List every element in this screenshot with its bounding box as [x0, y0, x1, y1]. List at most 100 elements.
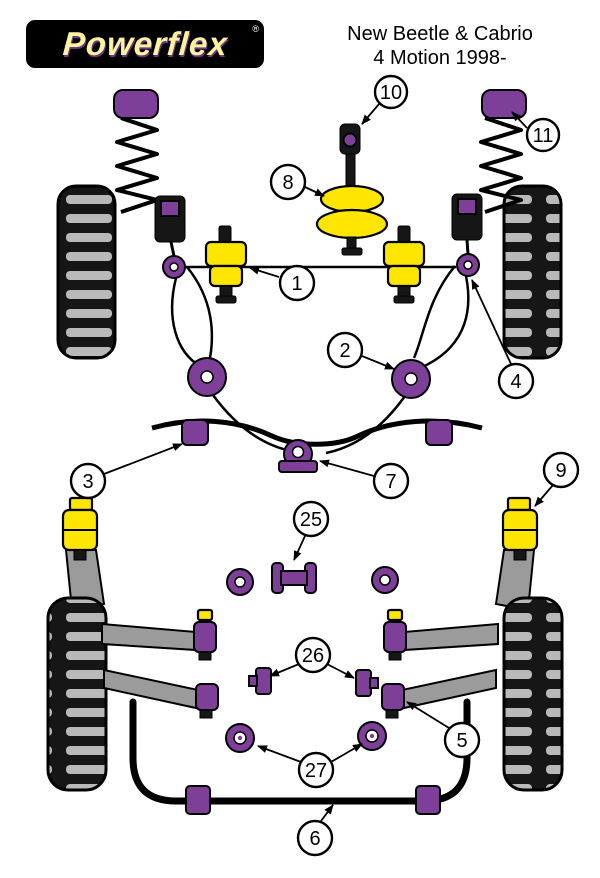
callout-circle	[278, 264, 316, 302]
callout-circle	[296, 819, 334, 857]
powerflex-logo: Powerflex ®	[26, 20, 264, 68]
rear-center-bobbin-bush	[271, 562, 317, 594]
callout-8: 8	[269, 163, 307, 201]
callout-label: 4	[510, 371, 521, 393]
callout-circle	[292, 500, 330, 538]
callout-6: 6	[296, 819, 334, 857]
callout-27-arrow-left	[257, 745, 302, 763]
callout-label: 10	[380, 82, 402, 104]
rear-arb-bush-left	[185, 785, 211, 815]
rear-anti-roll-bar	[129, 698, 471, 805]
rear-small-bush-right	[355, 669, 379, 697]
callout-circle	[294, 636, 332, 674]
callout-circle	[373, 74, 409, 110]
callout-4: 4	[497, 362, 535, 400]
front-center-d-bush	[278, 439, 318, 473]
callout-10-arrow	[361, 103, 380, 125]
front-left-spring	[115, 116, 159, 214]
front-arb-bush-left	[181, 419, 209, 446]
callout-4-arrow	[471, 279, 512, 365]
callout-label: 27	[305, 760, 327, 782]
front-right-wishbone-edge	[419, 275, 470, 370]
callout-circle	[269, 163, 307, 201]
front-left-arm-rear-bush	[187, 357, 227, 397]
callout-11-arrow	[511, 111, 528, 129]
callout-8-arrow	[304, 186, 325, 197]
callout-circle	[69, 462, 107, 500]
front-left-top-mount-bush	[113, 89, 159, 119]
front-right-strut	[451, 193, 483, 255]
callout-27-arrow-right	[330, 743, 363, 763]
callout-label: 1	[291, 273, 302, 295]
front-left-wishbone-edge	[170, 277, 201, 368]
callout-circle	[372, 462, 410, 500]
page-title: New Beetle & Cabrio 4 Motion 1998-	[292, 22, 588, 70]
front-right-top-mount-bush	[481, 89, 527, 119]
front-right-spring	[479, 116, 523, 214]
rear-right-upper-arm	[383, 608, 499, 661]
callout-3-arrow	[103, 443, 183, 475]
rear-left-lower-arm	[103, 668, 219, 719]
callout-circle	[525, 117, 561, 153]
front-anti-roll-bar	[151, 418, 483, 447]
rear-donut-bush-left	[226, 568, 254, 596]
front-left-wishbone-edge2	[186, 266, 214, 359]
title-line-1: New Beetle & Cabrio	[347, 23, 533, 45]
rear-small-bush-left	[248, 667, 272, 695]
callout-circle	[443, 721, 481, 759]
front-left-ball-joint-bush	[162, 255, 186, 279]
front-right-wishbone-edge2	[412, 265, 456, 359]
callout-circle	[297, 751, 335, 789]
front-left-arm-to-bar	[211, 394, 292, 453]
rear-left-wheel	[46, 596, 108, 792]
front-right-wheel	[502, 184, 563, 360]
callout-3: 3	[69, 462, 107, 500]
front-left-arm-front-bush	[204, 225, 248, 304]
engine-mount-bracket	[339, 123, 361, 197]
callout-2: 2	[326, 331, 364, 369]
callout-1-arrow	[249, 266, 280, 278]
engine-mount-yellow-bush	[315, 184, 389, 256]
front-right-ball-joint-bush	[456, 253, 480, 277]
callout-label: 5	[456, 730, 467, 752]
callout-circle	[326, 331, 364, 369]
rear-left-upper-arm	[101, 608, 217, 661]
callout-9: 9	[542, 451, 580, 489]
callout-label: 3	[82, 471, 93, 493]
callout-5: 5	[443, 721, 481, 759]
callout-10: 10	[373, 74, 409, 110]
callout-label: 26	[302, 645, 324, 667]
front-left-strut	[154, 195, 186, 257]
rear-left-trailing-arm-bush	[61, 496, 99, 561]
callout-label: 11	[533, 125, 554, 147]
callout-label: 25	[300, 509, 322, 531]
callout-2-arrow	[361, 355, 395, 370]
front-left-wheel	[56, 184, 117, 360]
callout-circle	[542, 451, 580, 489]
callout-25-arrow	[293, 535, 306, 561]
rear-right-lower-arm	[381, 668, 497, 719]
callout-26-arrow-right	[326, 663, 355, 679]
callout-label: 7	[385, 471, 396, 493]
callout-circle	[497, 362, 535, 400]
callout-label: 6	[309, 828, 320, 850]
front-right-arm-to-bar	[325, 395, 407, 455]
rear-round-bush-right	[357, 721, 387, 751]
callout-7: 7	[372, 462, 410, 500]
front-right-arm-rear-bush	[391, 359, 431, 399]
front-arb-bush-right	[425, 419, 453, 446]
callout-27: 27	[297, 751, 335, 789]
callout-1: 1	[278, 264, 316, 302]
front-right-arm-front-bush	[382, 225, 426, 304]
title-line-2: 4 Motion 1998-	[373, 47, 507, 69]
callout-11: 11	[525, 117, 561, 153]
callout-label: 2	[339, 340, 350, 362]
rear-round-bush-left	[225, 723, 255, 753]
callout-26: 26	[294, 636, 332, 674]
callout-9-arrow	[534, 484, 554, 507]
registered-mark: ®	[252, 24, 259, 34]
callout-7-arrow	[319, 459, 375, 477]
callout-26-arrow-left	[269, 663, 300, 677]
rear-right-wheel	[502, 596, 564, 792]
